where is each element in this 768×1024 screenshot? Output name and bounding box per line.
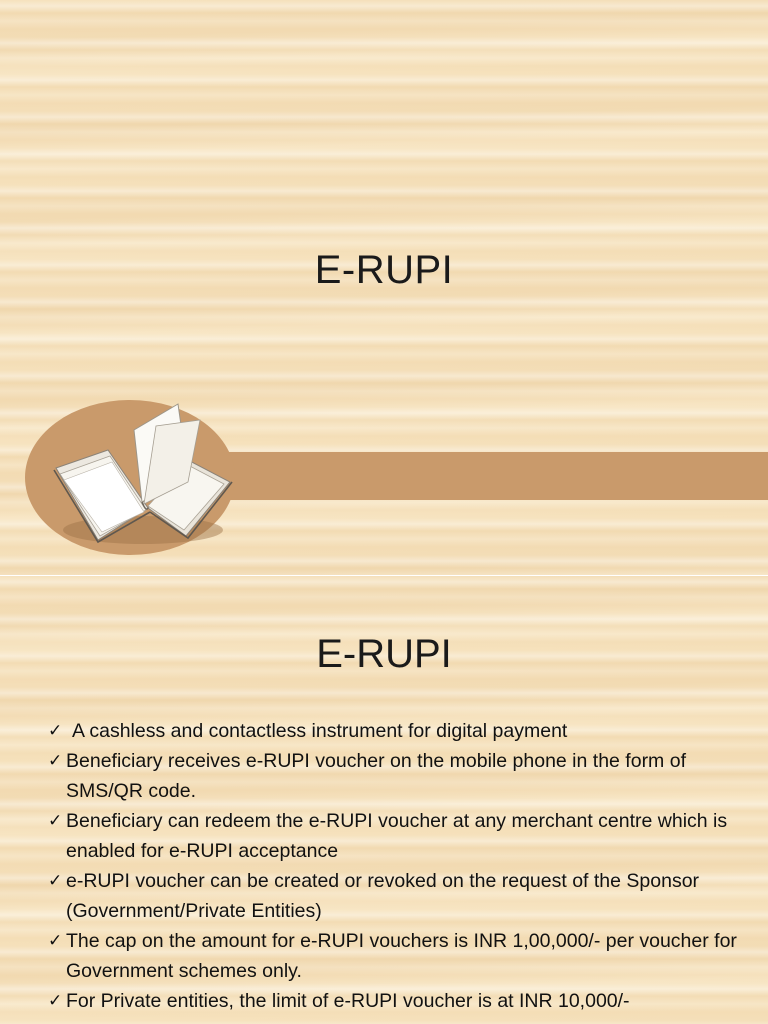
list-item: ✓ For Private entities, the limit of e-R… [48,986,748,1016]
list-item: ✓ A cashless and contactless instrument … [48,716,748,746]
list-item: ✓ The cap on the amount for e-RUPI vouch… [48,926,748,986]
slide-title: E-RUPI [314,248,454,292]
checkmark-icon: ✓ [48,871,63,891]
slide-title: E-RUPI [316,632,452,676]
list-item: ✓ e-RUPI voucher can be created or revok… [48,866,748,926]
bullet-list: ✓ A cashless and contactless instrument … [48,716,748,1016]
checkmark-icon: ✓ [48,721,63,741]
list-item: ✓ Beneficiary receives e-RUPI voucher on… [48,746,748,806]
checkmark-icon: ✓ [48,931,63,951]
content-slide: E-RUPI ✓ A cashless and contactless inst… [0,576,768,1024]
checkmark-icon: ✓ [48,991,63,1011]
checkmark-icon: ✓ [48,751,63,771]
checkmark-icon: ✓ [48,811,63,831]
list-item: ✓ Beneficiary can redeem the e-RUPI vouc… [48,806,748,866]
title-slide: E-RUPI [0,0,768,576]
open-book-icon [53,403,233,544]
